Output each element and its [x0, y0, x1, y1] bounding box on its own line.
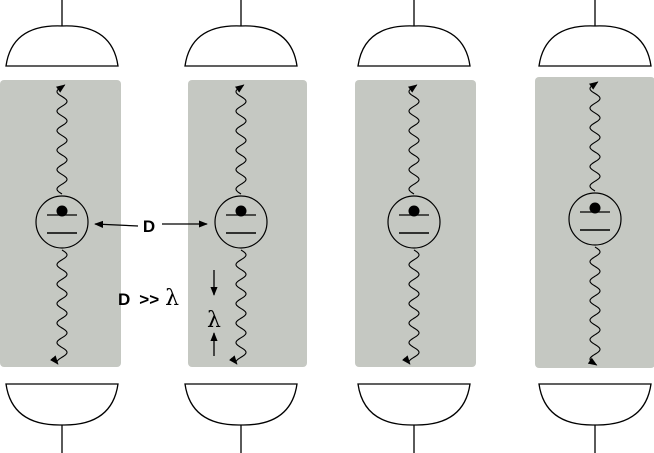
- condition-lambda: λ: [165, 286, 179, 311]
- condition-lhs: D: [118, 290, 130, 309]
- condition-operator: >>: [139, 290, 159, 309]
- wavelength-label: λ: [207, 308, 221, 333]
- condition-label: D >> λ: [118, 286, 179, 311]
- photon-up-arrow: [55, 84, 68, 195]
- photon-down-arrow: [228, 249, 247, 365]
- condition-annotation: D >> λ: [118, 286, 179, 311]
- photon-down-arrow: [49, 249, 68, 365]
- atom-circle: [35, 195, 89, 249]
- photon-up-arrow: [407, 84, 420, 195]
- detector-top: [538, 25, 652, 67]
- separation-annotation: D: [94, 217, 208, 236]
- cavity-system-3: [355, 0, 476, 453]
- electron-dot: [56, 205, 68, 217]
- detector-bottom: [5, 383, 119, 426]
- electron-dot: [235, 205, 247, 217]
- detector-bottom: [538, 383, 652, 426]
- atom-circle: [387, 195, 441, 249]
- detector-top: [5, 25, 119, 67]
- separation-arrow-left: [94, 220, 139, 228]
- photon-down-arrow: [587, 246, 601, 366]
- detector-bottom: [184, 383, 298, 426]
- atom-circle: [214, 195, 268, 249]
- wavelength-annotation: λ: [207, 270, 221, 356]
- photon-down-arrow: [401, 249, 420, 365]
- cavity-system-4: [535, 0, 654, 453]
- photon-up-arrow: [234, 84, 247, 195]
- atom-circle: [568, 192, 622, 246]
- electron-dot: [408, 205, 420, 217]
- detector-top: [184, 25, 298, 67]
- electron-dot: [589, 202, 601, 214]
- detector-top: [357, 25, 471, 67]
- cavity-system-2: [184, 0, 307, 453]
- photon-up-arrow: [588, 81, 601, 192]
- separation-label: D: [143, 217, 155, 236]
- detector-bottom: [357, 383, 471, 426]
- cavity-system-1: [0, 0, 121, 453]
